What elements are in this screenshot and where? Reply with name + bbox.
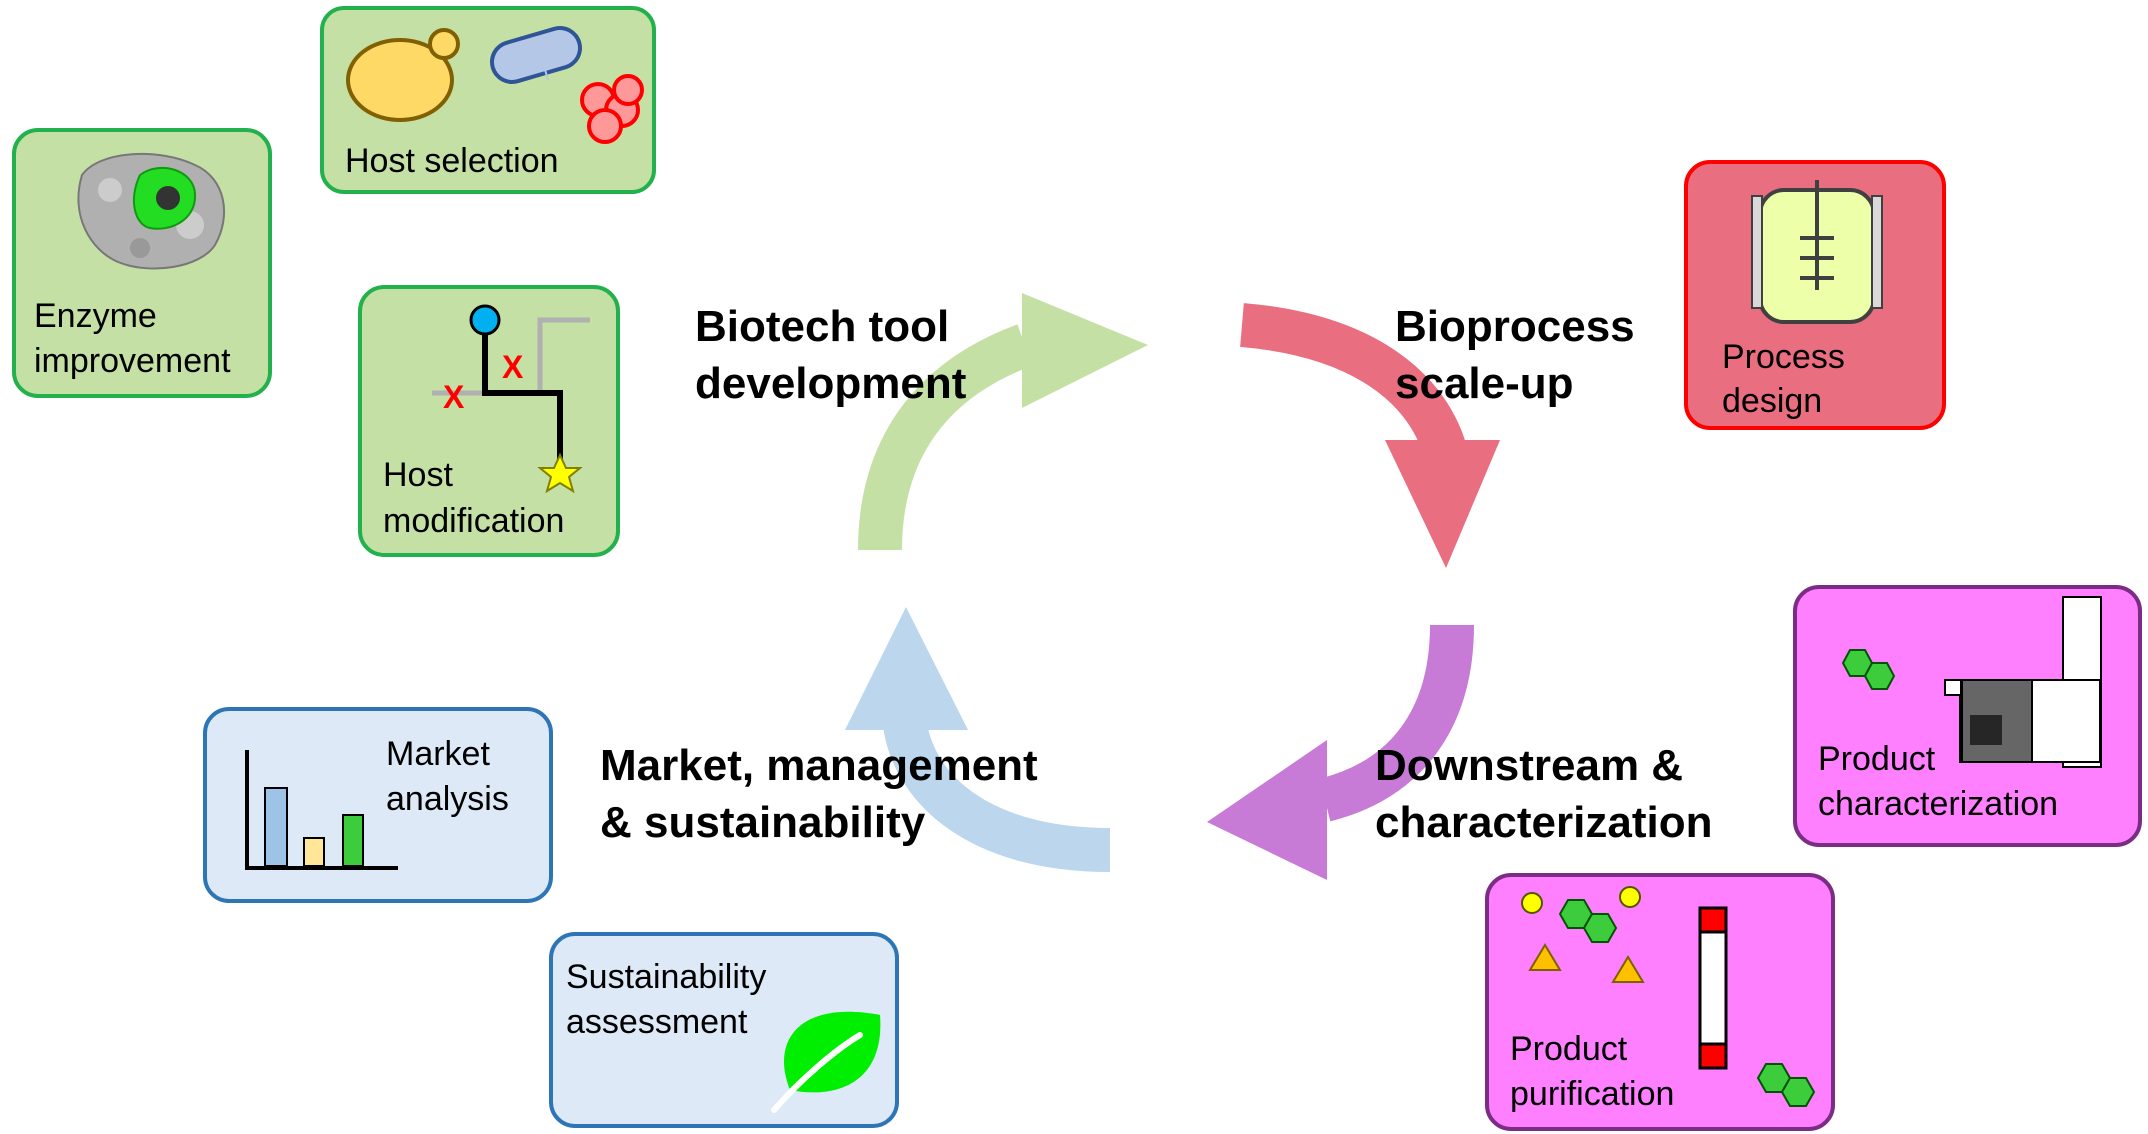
molecule-icon [1756,1063,1816,1107]
host-modification-label-line2: modification [383,502,564,540]
enzyme-improvement-label-line1: Enzyme [34,297,157,335]
molecule-icon [1611,955,1645,983]
market-analysis-label-line1: Market [386,735,490,773]
molecule-icon [1619,886,1641,908]
host-modification-label-line1: Host [383,456,453,494]
host-selection-box: Host selection [320,6,656,194]
biotech-arrow [858,293,1148,551]
yeast-cell-icon [346,28,460,122]
leaf-icon [771,1011,881,1113]
bioprocess-arrow [1239,303,1500,568]
molecule-icon [1841,649,1896,690]
sustainability-assessment-box: Sustainability assessment [549,932,899,1128]
molecule-icon [1528,943,1562,971]
sustainability-assessment-label-line2: assessment [566,1003,748,1041]
protein-structure-icon [77,152,226,270]
product-characterization-label-line1: Product [1818,740,1936,778]
molecule-icon [1521,892,1543,914]
bar-chart-icon [245,750,398,870]
enzyme-improvement-box: Enzyme improvement [12,128,272,398]
host-modification-box: X X Host modification [358,285,620,557]
enzyme-improvement-label-line2: improvement [34,342,231,380]
analytical-instrument-icon [1944,596,2102,768]
downstream-stage-label-line1: Downstream & [1375,741,1683,790]
biotech-stage-label-line2: development [695,359,967,408]
knockout-x-mark: X [502,349,524,385]
sustainability-assessment-label-line1: Sustainability [566,958,766,996]
process-design-box: Process design [1684,160,1946,430]
host-selection-label: Host selection [345,142,559,180]
market-stage-label-line2: & sustainability [600,798,926,847]
bioprocess-stage-label-line1: Bioprocess [1395,302,1635,351]
product-characterization-box: Product characterization [1793,585,2142,847]
market-analysis-label-line2: analysis [386,780,509,818]
downstream-arrow [1207,624,1474,880]
market-arrow [845,607,1111,872]
molecule-icon [1558,899,1618,943]
knockout-x-mark: X [443,379,465,415]
product-purification-box: Product purification [1485,873,1835,1131]
chromatography-column-icon [1698,906,1728,1070]
rod-bacterium-icon [490,26,582,84]
bioreactor-icon [1751,180,1883,324]
market-analysis-box: Market analysis [203,707,553,903]
process-design-label-line2: design [1722,382,1822,420]
product-characterization-label-line2: characterization [1818,785,2058,823]
bioprocess-stage-label-line2: scale-up [1395,359,1574,408]
product-purification-label-line2: purification [1510,1075,1674,1113]
market-stage-label-line1: Market, management [600,741,1038,790]
cocci-cluster-icon [580,74,644,144]
biotech-stage-label-line1: Biotech tool [695,302,949,351]
downstream-stage-label-line2: characterization [1375,798,1712,847]
product-purification-label-line1: Product [1510,1030,1628,1068]
process-design-label-line1: Process [1722,338,1845,376]
metabolic-pathway-icon [432,304,590,494]
